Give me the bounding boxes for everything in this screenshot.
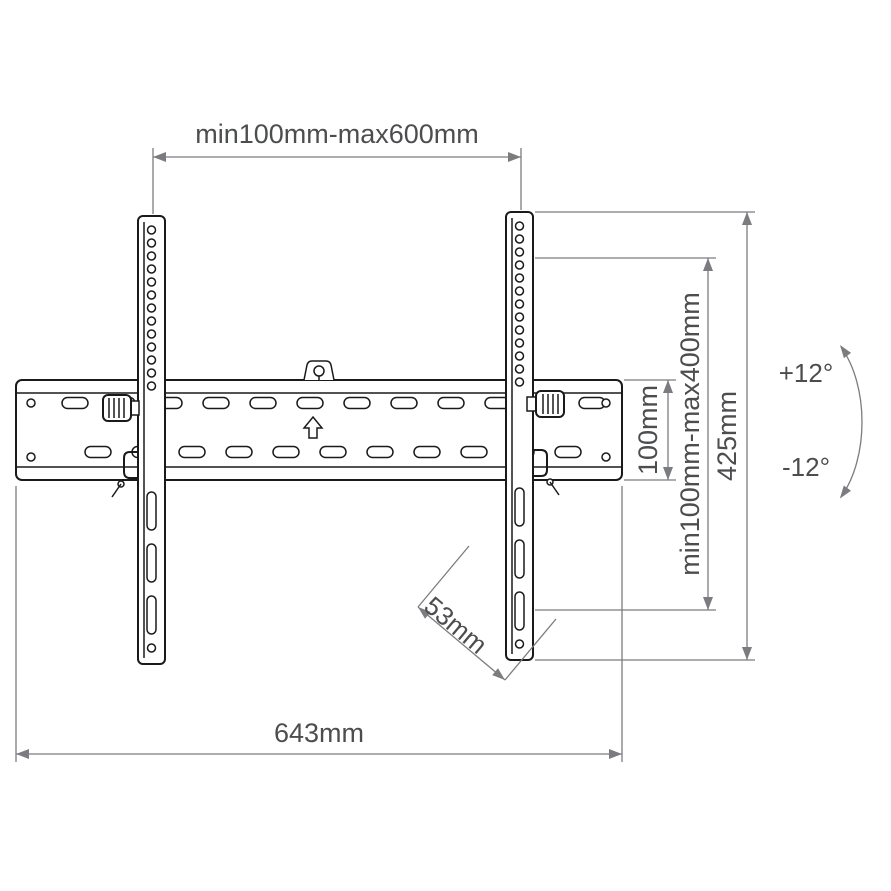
mounting-slot [413,445,441,459]
dim-plate-height: 100mm [624,379,676,481]
tilt-arrow-up [840,345,852,359]
dim-width-range-extension-lines [152,148,522,214]
left-safety-hook [111,451,138,498]
left-bracket-slot [146,543,157,583]
right-bracket-slot [514,539,525,579]
left-hook-lever [111,483,122,498]
dim-vesa-range-extension-lines [535,257,716,611]
dim-arrow-right [508,152,521,162]
dim-arrow-top [742,212,752,225]
dim-arrow-left [16,749,29,759]
dim-bracket-height-extension-lines [535,211,755,661]
dim-arrow-bottom [742,647,752,660]
tilt-indicator: +12° -12° [779,345,863,499]
left-knob-body [102,394,132,422]
keyhole-tab [303,360,335,381]
dim-label-total-width: 643mm [274,718,364,748]
tilt-label-down: -12° [782,452,830,482]
dim-total-width-extension-lines [15,486,623,762]
left-bracket-slot [146,491,157,531]
dim-arrow-top [703,258,713,271]
mounting-slot [390,396,418,410]
dim-arrow-lower-right [492,668,505,680]
dim-width-range: min100mm-max600mm [152,119,522,214]
left-hook-outline [123,451,138,479]
right-safety-hook [533,449,560,496]
dim-arrow-top [663,380,673,393]
right-bracket-slot [514,591,525,631]
mounting-slot [366,445,394,459]
left-knob-knurls [108,398,125,418]
mounting-slot [272,445,300,459]
mounting-slot [84,445,112,459]
dim-total-width: 643mm [15,486,623,762]
mounting-slot [225,445,253,459]
right-hook-lever [549,481,560,496]
right-knob-knurls [542,394,559,414]
left-bracket-bottom-hole [146,643,157,653]
dim-arrow-upper-left [418,607,431,619]
left-vertical-bracket [102,215,166,665]
dim-arrow-bottom [663,467,673,480]
mounting-slot [437,396,465,410]
mounting-slot [343,396,371,410]
dim-plate-height-extension-lines [624,379,676,481]
up-arrow-icon [302,415,324,439]
mounting-slot [61,396,89,410]
dim-arrow-left [153,152,166,162]
dim-vesa-vertical-range: min100mm-max400mm [535,257,716,611]
mounting-slot [460,445,488,459]
mounting-slot [319,445,347,459]
dim-label-plate-height: 100mm [633,385,663,475]
right-vertical-bracket [505,211,565,661]
tilt-label-up: +12° [779,358,834,388]
dim-label-depth: 53mm [418,590,493,659]
tilt-arrow-down [839,485,851,499]
left-tension-knob [102,394,140,422]
right-tension-knob [526,390,565,418]
right-knob-body [535,390,565,418]
dim-depth-line [417,606,506,681]
keyhole-icon [313,365,325,377]
tilt-arc [840,346,863,498]
left-bracket-vesa-holes [146,225,157,391]
mounting-slot [202,396,230,410]
mounting-slot [296,396,324,410]
right-bracket-vesa-holes [514,221,525,387]
dim-depth-extension-lines [417,545,557,681]
dim-label-width-range: min100mm-max600mm [195,119,479,149]
dim-bracket-height: 425mm [535,211,755,661]
dim-label-bracket-height: 425mm [712,391,742,481]
dim-label-vesa-vertical-range: min100mm-max400mm [675,292,705,576]
mounting-slot [554,445,582,459]
right-bracket-slot [514,487,525,527]
dim-arrow-right [609,749,622,759]
end-cap-holes [26,398,611,462]
dim-arrow-bottom [703,597,713,610]
wall-plate [15,360,623,481]
mounting-slot [249,396,277,410]
left-bracket-slot [146,595,157,635]
mounting-slot [178,445,206,459]
right-bracket-bottom-hole [514,639,525,649]
mounting-slot [578,396,606,410]
right-hook-outline [533,449,548,477]
